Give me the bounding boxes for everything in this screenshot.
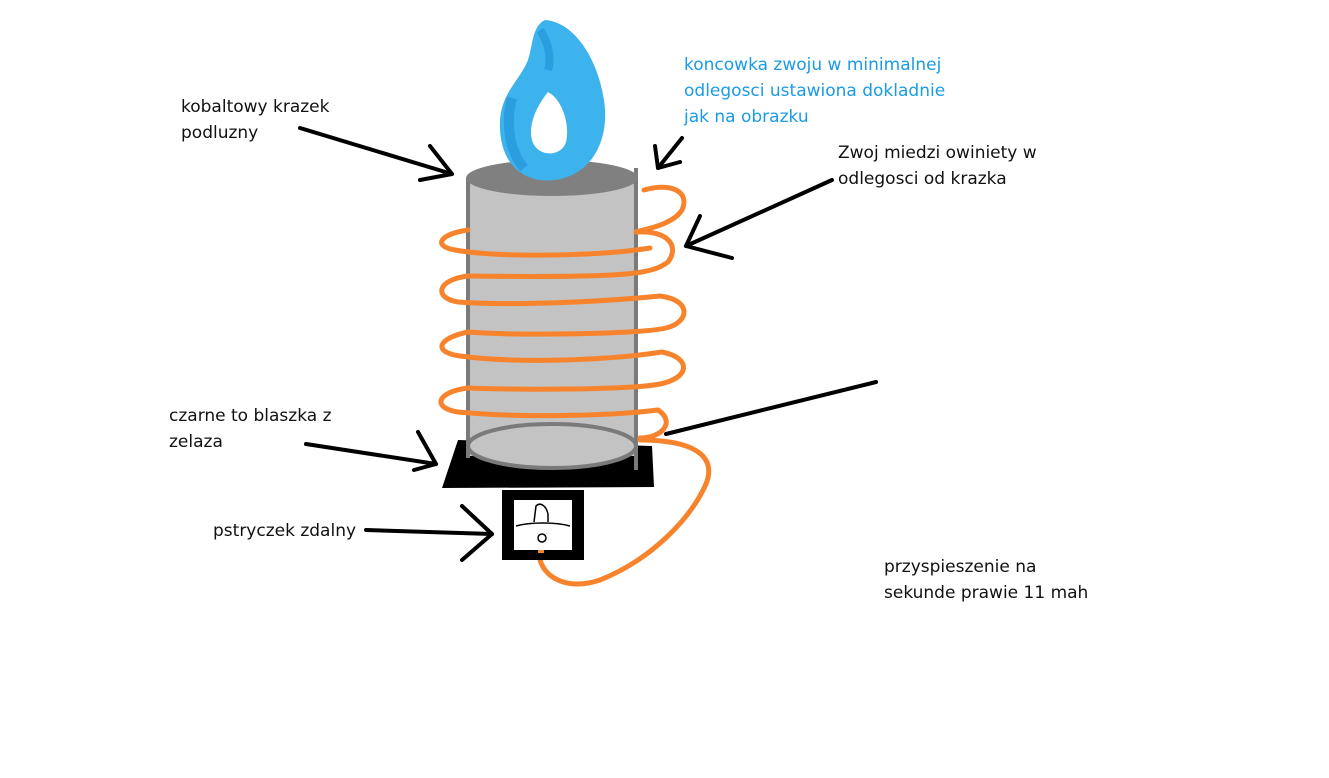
arrow-switch [364,504,494,562]
label-disc: kobaltowy krazek podluzny [181,97,330,143]
copper-coil [438,184,712,587]
arrows [298,126,878,562]
label-switch: pstryczek zdalny [213,521,357,541]
line-coil-lead [664,380,878,436]
label-coil: Zwoj miedzi owiniety w odlegosci od kraz… [838,143,1037,189]
arrow-coil-end [653,136,684,170]
label-acceleration: przyspieszenie na sekunde prawie 11 mah [884,557,1089,603]
flame-icon [499,20,606,181]
cylinder-bottom-ellipse [466,422,638,470]
label-coil-end: koncowka zwoju w minimalnej odlegosci us… [684,55,946,127]
arrow-coil [684,178,834,260]
cylinder-body [468,178,636,456]
label-plate: czarne to blaszka z zelaza [169,406,332,452]
arrow-plate [304,430,438,472]
arrow-disc [298,126,454,182]
remote-switch-icon [502,490,584,560]
